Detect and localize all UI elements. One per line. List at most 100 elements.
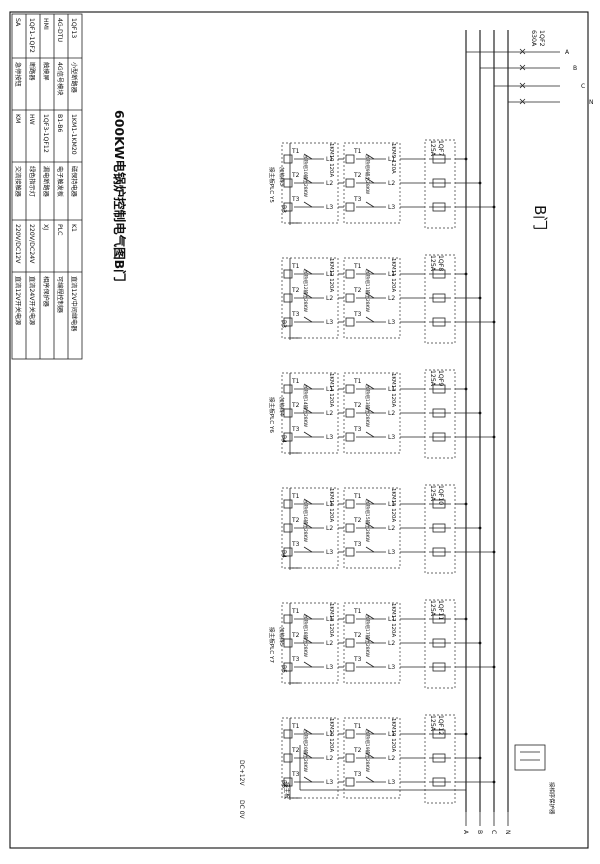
- heater-element-icon: [283, 293, 293, 303]
- legend-cell: HW: [28, 114, 35, 125]
- door-label: B门: [531, 205, 549, 230]
- terminal-t: T2: [291, 172, 300, 179]
- terminal-t: T3: [353, 771, 362, 778]
- terminal-t: T1: [291, 723, 300, 730]
- heater-label: 加热组10输出28KW: [302, 155, 309, 198]
- terminal-t: T1: [291, 493, 300, 500]
- breaker-trip-icon: [432, 614, 446, 624]
- breaker-label: 1QF7: [437, 140, 444, 156]
- terminal-l: L1: [326, 386, 333, 393]
- terminal-t: T1: [353, 723, 362, 730]
- breaker-frame: [424, 484, 456, 574]
- terminal-l: L3: [388, 434, 395, 441]
- breaker-rating: 125A: [429, 255, 436, 272]
- contact-blade-icon: [365, 201, 375, 208]
- phase-label: N: [589, 99, 594, 106]
- terminal-t: T2: [353, 172, 362, 179]
- heater-element-icon: [345, 384, 355, 394]
- heater-element-icon: [283, 154, 293, 164]
- breaker-trip-icon: [432, 432, 446, 442]
- terminal-t: T1: [353, 493, 362, 500]
- terminal-l: L3: [388, 779, 395, 786]
- breaker-rating: 125A: [429, 485, 436, 502]
- terminal-t: T2: [291, 517, 300, 524]
- contact-blade-icon: [303, 292, 313, 299]
- heater-stage-label: 加热档5: [278, 627, 286, 646]
- phase-label: B: [573, 65, 577, 72]
- terminal-t: T3: [291, 426, 300, 433]
- terminal-t: T2: [353, 632, 362, 639]
- junction-dot: [464, 732, 468, 736]
- heater-element-icon: [345, 523, 355, 533]
- breaker-trip-icon: [432, 523, 446, 533]
- terminal-t: T3: [353, 196, 362, 203]
- heater-label: 加热组17输出28KW: [364, 615, 371, 658]
- junction-dot: [478, 181, 482, 185]
- legend-cell: 1QF13: [70, 18, 77, 38]
- terminal-l: L2: [388, 640, 395, 647]
- heater-element-icon: [283, 202, 293, 212]
- breaker-trip-icon: [432, 547, 446, 557]
- terminal-t: T1: [291, 608, 300, 615]
- dc12-label: DC+12V: [238, 760, 245, 786]
- contactor-label: 1KM9 120A: [390, 143, 396, 174]
- legend-cell: 直流12V中间继电器: [70, 276, 78, 332]
- heater-element-icon: [345, 408, 355, 418]
- heater-element-icon: [283, 317, 293, 327]
- terminal-l: L1: [388, 386, 395, 393]
- heater-label: 加热组13输出28KW: [364, 385, 371, 428]
- breaker-trip-icon: [432, 499, 446, 509]
- terminal-l: L2: [326, 755, 333, 762]
- heater-element-icon: [283, 269, 293, 279]
- board-label: B5: [280, 665, 287, 673]
- heater-label: 加热组20输出28KW: [302, 730, 309, 773]
- terminal-l: L3: [388, 319, 395, 326]
- terminal-t: T3: [291, 311, 300, 318]
- contact-blade-icon: [303, 177, 313, 184]
- terminal-l: L1: [326, 271, 333, 278]
- bottom-phase-label: C: [490, 830, 497, 834]
- terminal-t: T2: [291, 287, 300, 294]
- contact-blade-icon: [365, 383, 375, 390]
- legend-cell: PLC: [56, 224, 63, 236]
- junction-dot: [464, 272, 468, 276]
- terminal-t: T1: [353, 148, 362, 155]
- contact-blade-icon: [303, 383, 313, 390]
- contactor-label: 1KM17 120A: [390, 603, 396, 637]
- contact-blade-icon: [365, 728, 375, 735]
- contactor-label: 1KM15 120A: [390, 488, 396, 522]
- junction-dot: [478, 756, 482, 760]
- legend-cell: 断路器: [28, 62, 36, 81]
- contact-blade-icon: [365, 661, 375, 668]
- junction-dot: [478, 411, 482, 415]
- breaker-label: 1QF11: [437, 600, 444, 620]
- contactor-label: 1KM11 120A: [390, 258, 396, 292]
- phase-protector-label: 接相序保护器: [548, 782, 556, 815]
- breaker-frame: [424, 139, 456, 229]
- contact-blade-icon: [303, 316, 313, 323]
- breaker-trip-icon: [432, 154, 446, 164]
- terminal-l: L1: [388, 271, 395, 278]
- heater-element-icon: [345, 662, 355, 672]
- terminal-l: L2: [326, 525, 333, 532]
- heater-element-icon: [283, 777, 293, 787]
- heater-label: 加热组11输出28KW: [364, 270, 371, 313]
- breaker-contact-icon: [519, 64, 526, 71]
- heater-element-icon: [283, 614, 293, 624]
- terminal-l: L3: [388, 204, 395, 211]
- terminal-t: T1: [353, 263, 362, 270]
- heater-element-icon: [283, 408, 293, 418]
- breaker-trip-icon: [432, 662, 446, 672]
